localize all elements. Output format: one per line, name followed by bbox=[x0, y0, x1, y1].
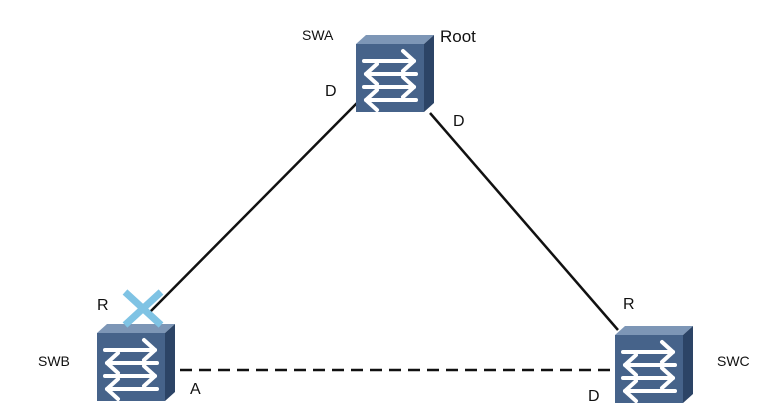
link-swa-swb bbox=[149, 102, 358, 313]
port-role-swb-to-swa: R bbox=[97, 297, 109, 314]
switch-swb[interactable] bbox=[95, 322, 177, 403]
switch-swa[interactable] bbox=[354, 33, 436, 114]
switch-icon bbox=[95, 322, 177, 403]
link-swa-swc bbox=[429, 112, 619, 331]
blocked-port-x-icon bbox=[122, 289, 164, 328]
switch-icon bbox=[354, 33, 436, 114]
device-label-swc: SWC bbox=[717, 353, 750, 369]
device-label-swa: SWA bbox=[302, 27, 334, 43]
port-role-swa-to-swc: D bbox=[453, 113, 465, 130]
device-label-swb: SWB bbox=[38, 353, 70, 369]
switch-icon bbox=[613, 324, 695, 405]
port-role-swa-to-swb: D bbox=[325, 83, 337, 100]
port-role-swc-to-swa: R bbox=[623, 296, 635, 313]
port-role-swc-to-swb: D bbox=[588, 388, 600, 405]
root-bridge-label: Root bbox=[440, 27, 476, 46]
port-role-swb-to-swc: A bbox=[190, 381, 201, 398]
switch-swc[interactable] bbox=[613, 324, 695, 405]
